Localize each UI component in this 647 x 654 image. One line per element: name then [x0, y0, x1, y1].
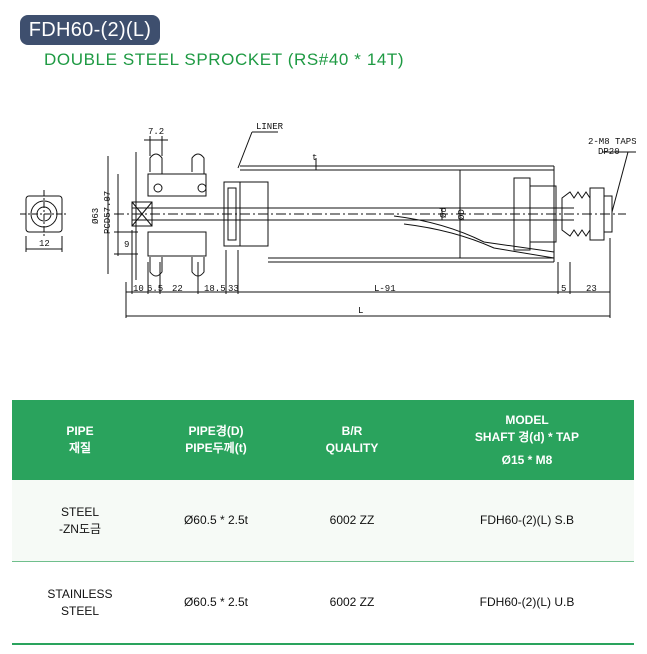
- label-dp: DP20: [598, 147, 620, 157]
- dim-phi-d: Ød: [439, 207, 449, 218]
- cell-pipe: Ø60.5 * 2.5t: [148, 480, 284, 562]
- end-view-shape: [20, 190, 68, 252]
- dim-phi63: Ø63: [91, 208, 101, 224]
- dim-phi-D: ØD: [457, 209, 467, 220]
- label-liner: LINER: [256, 122, 284, 132]
- technical-drawing: LINER 2-M8 TAPS DP20 7.2 Ø63 PCD57.07 12…: [20, 122, 636, 318]
- dim-18-5: 18.5: [204, 284, 226, 294]
- cell-material: STEEL -ZN도금: [12, 480, 148, 562]
- dim-t: t: [312, 153, 317, 163]
- label-taps: 2-M8 TAPS: [588, 137, 636, 147]
- header-pipe-material: PIPE 재질: [12, 400, 148, 480]
- dim-12: 12: [39, 239, 50, 249]
- table-row: STEEL -ZN도금 Ø60.5 * 2.5t 6002 ZZ FDH60-(…: [12, 480, 634, 562]
- header-model: MODEL SHAFT 경(d) * TAP Ø15 * M8: [420, 400, 634, 480]
- cell-model: FDH60-(2)(L) U.B: [420, 561, 634, 645]
- cell-bearing: 6002 ZZ: [284, 561, 420, 645]
- table-row: STAINLESS STEEL Ø60.5 * 2.5t 6002 ZZ FDH…: [12, 561, 634, 645]
- spec-table: PIPE 재질 PIPE경(D) PIPE두께(t) B/R QUALITY M…: [12, 400, 634, 645]
- dim-pcd: PCD57.07: [103, 191, 113, 234]
- dim-l: L: [358, 306, 363, 316]
- dim-10: 10: [133, 284, 144, 294]
- model-code-badge: FDH60-(2)(L): [20, 15, 160, 45]
- cell-model: FDH60-(2)(L) S.B: [420, 480, 634, 562]
- dim-22: 22: [172, 284, 183, 294]
- product-description: DOUBLE STEEL SPROCKET (RS#40 * 14T): [44, 50, 405, 69]
- dim-7-2: 7.2: [148, 127, 164, 137]
- dim-9: 9: [124, 240, 129, 250]
- cell-material: STAINLESS STEEL: [12, 561, 148, 645]
- cell-bearing: 6002 ZZ: [284, 480, 420, 562]
- spec-table-header: PIPE 재질 PIPE경(D) PIPE두께(t) B/R QUALITY M…: [12, 400, 634, 480]
- shaft-shape: [114, 207, 626, 221]
- cell-pipe: Ø60.5 * 2.5t: [148, 561, 284, 645]
- dim-33: 33: [228, 284, 239, 294]
- dim-23: 23: [586, 284, 597, 294]
- dim-6-5: 6.5: [147, 284, 163, 294]
- dim-l-91: L-91: [374, 284, 396, 294]
- header-pipe-size: PIPE경(D) PIPE두께(t): [148, 400, 284, 480]
- header-bearing: B/R QUALITY: [284, 400, 420, 480]
- nut-shape: [561, 187, 613, 241]
- sprocket-shape: [135, 152, 207, 280]
- dim-5: 5: [561, 284, 566, 294]
